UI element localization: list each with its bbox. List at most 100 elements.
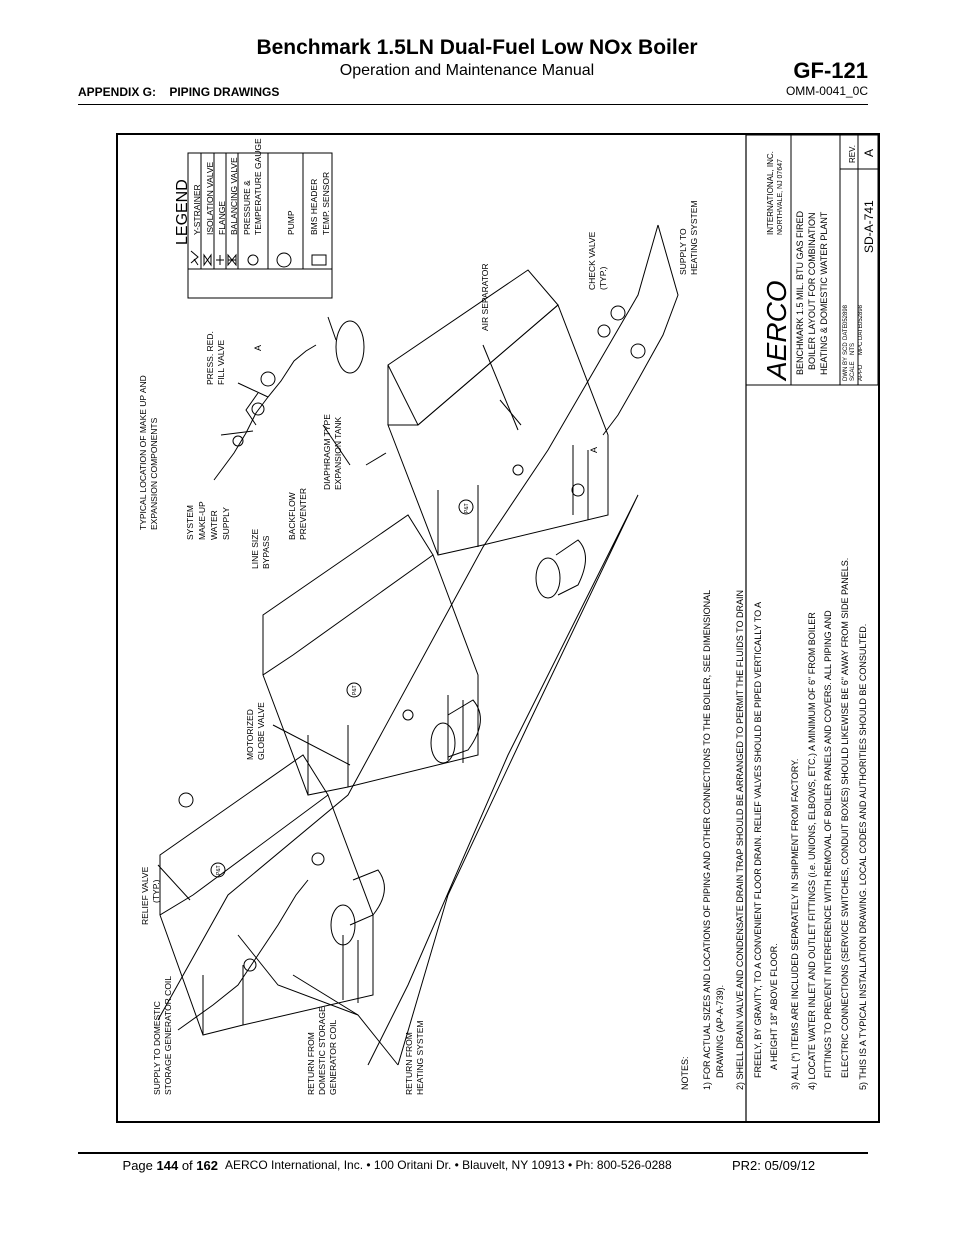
legend-item-bms-header: BMS HEADER — [309, 179, 319, 235]
legend-item-pressure: PRESSURE & — [242, 180, 252, 235]
note-line-6: 3) ALL (*) ITEMS ARE INCLUDED SEPARATELY… — [790, 759, 800, 1090]
callout-a-right: A — [589, 447, 599, 453]
temp-sensor-icon — [311, 254, 327, 266]
label-system-makeup: SYSTEM — [185, 505, 195, 540]
svg-text:HEATING SYSTEM: HEATING SYSTEM — [689, 201, 699, 275]
drawing-frame: LEGEND Y-STRAINER ISOLATION VALVE FLANGE… — [116, 133, 880, 1123]
company-address-footer: AERCO International, Inc. • 100 Oritani … — [225, 1158, 672, 1172]
pump-3 — [555, 539, 586, 596]
label-motorized-globe-valve: MOTORIZED — [245, 709, 255, 760]
svg-text:STORAGE GENERATOR COIL: STORAGE GENERATOR COIL — [163, 976, 173, 1095]
page-number: Page 144 of 162 — [122, 1158, 218, 1173]
label-press-red-fill-valve: PRESS. RED. — [205, 331, 215, 385]
legend-item-flange: FLANGE — [217, 201, 227, 235]
gauge-label-2: P&T — [352, 685, 358, 695]
y-strainer-icon — [190, 250, 199, 266]
revision-date: PR2: 05/09/12 — [732, 1158, 816, 1173]
note-line-7: 4) LOCATE WATER INLET AND OUTLET FITTING… — [807, 612, 817, 1090]
gauge-label-1: P&T — [216, 865, 222, 875]
balancing-valve-icon — [227, 253, 237, 267]
svg-text:BYPASS: BYPASS — [261, 535, 271, 569]
flange-icon — [216, 255, 224, 265]
title-block — [745, 135, 878, 386]
company-name: INTERNATIONAL, INC. — [766, 151, 775, 235]
drawn-date: 052898 — [843, 304, 849, 325]
note-line-5: A HEIGHT 18" ABOVE FLOOR. — [769, 943, 779, 1070]
domestic-supply-line — [177, 879, 309, 1031]
drawing-number: SD-A-741 — [862, 200, 876, 253]
appendix-heading: APPENDIX G: PIPING DRAWINGS — [78, 85, 280, 99]
aerco-logo: AERCO — [761, 280, 792, 382]
callout-a-top: A — [253, 345, 263, 351]
legend-box — [187, 152, 333, 299]
notes-title: NOTES: — [680, 1056, 690, 1090]
boiler-1 — [159, 794, 374, 1036]
label-makeup-location: TYPICAL LOCATION OF MAKE UP AND — [138, 375, 148, 530]
drawn-by: SCD — [843, 342, 849, 355]
svg-text:PREVENTER: PREVENTER — [298, 488, 308, 540]
legend-item-isolation-valve: ISOLATION VALVE — [205, 161, 215, 235]
svg-text:DATE: DATE — [858, 324, 864, 340]
drawing-desc-2: BOILER LAYOUT FOR COMBINATION — [807, 212, 817, 370]
piping-diagram: LEGEND Y-STRAINER ISOLATION VALVE FLANGE… — [138, 135, 878, 1121]
label-check-valve: CHECK VALVE — [587, 231, 597, 290]
isolation-valve-icon — [203, 253, 212, 267]
drawing-desc-3: HEATING & DOMESTIC WATER PLANT — [819, 211, 829, 375]
pump-icon — [276, 252, 292, 268]
footer-divider — [78, 1152, 868, 1154]
label-supply-to-domestic: SUPPLY TO DOMESTIC — [152, 1001, 162, 1095]
label-air-separator: AIR SEPARATOR — [480, 263, 490, 331]
label-return-domestic: RETURN FROM — [306, 1032, 316, 1095]
label-return-heating: RETURN FROM — [404, 1032, 414, 1095]
legend-item-balancing-valve: BALANCING VALVE — [229, 157, 239, 235]
note-line-9: ELECTRIC CONNECTIONS (SERVICE SWITCHES, … — [840, 558, 850, 1078]
boiler-2 — [262, 554, 479, 796]
svg-text:SCALE: SCALE — [850, 361, 856, 381]
svg-text:EXPANSION TANK: EXPANSION TANK — [333, 416, 343, 490]
page-code: GF-121 — [793, 58, 868, 83]
drawing-scale: NTS — [850, 343, 856, 355]
drawing-desc-1: BENCHMARK 1.5 MIL. BTU GAS FIRED — [795, 210, 805, 375]
label-diaphragm-tank: DIAPHRAGM TYPE — [322, 414, 332, 490]
gauge-label-3: P&T — [464, 503, 470, 513]
svg-text:(TYP.): (TYP.) — [598, 266, 608, 290]
pump-2 — [447, 699, 481, 758]
svg-text:DWN BY: DWN BY — [843, 357, 849, 381]
gauge-icon — [247, 254, 259, 266]
label-supply-to-heating: SUPPLY TO — [678, 228, 688, 275]
svg-text:FILL VALVE: FILL VALVE — [216, 339, 226, 385]
svg-text:SUPPLY: SUPPLY — [221, 507, 231, 540]
label-backflow-preventer: BACKFLOW — [287, 492, 297, 540]
manual-title: Benchmark 1.5LN Dual-Fuel Low NOx Boiler — [256, 36, 698, 59]
notes-block: NOTES: 1) FOR ACTUAL SIZES AND LOCATIONS… — [680, 558, 868, 1090]
header-divider — [78, 104, 868, 105]
svg-text:REV.: REV. — [848, 145, 857, 163]
manual-subtitle: Operation and Maintenance Manual — [339, 62, 595, 79]
label-line-size-bypass: LINE SIZE — [250, 529, 260, 569]
note-line-1: 1) FOR ACTUAL SIZES AND LOCATIONS OF PIP… — [702, 590, 712, 1090]
document-number: OMM-0041_0C — [785, 84, 868, 98]
svg-text:DOMESTIC STORAGE: DOMESTIC STORAGE — [317, 1006, 327, 1095]
svg-text:MAKE-UP: MAKE-UP — [197, 501, 207, 540]
note-line-2: DRAWING (AP-A-739). — [715, 985, 725, 1078]
svg-text:HEATING SYSTEM: HEATING SYSTEM — [415, 1021, 425, 1095]
svg-text:DATE: DATE — [843, 324, 849, 340]
svg-text:EXPANSION COMPONENTS: EXPANSION COMPONENTS — [149, 417, 159, 530]
svg-text:GENERATOR COIL: GENERATOR COIL — [328, 1019, 338, 1095]
supply-header — [157, 224, 659, 1021]
svg-text:(TYP.): (TYP.) — [151, 879, 161, 903]
approved-by: MPC — [858, 341, 864, 355]
svg-text:GLOBE VALVE: GLOBE VALVE — [256, 702, 266, 760]
note-line-8: FITTINGS TO PREVENT INTERFERENCE WITH RE… — [823, 610, 833, 1078]
svg-text:WATER: WATER — [209, 510, 219, 540]
note-line-3: 2) SHELL DRAIN VALVE AND CONDENSATE DRAI… — [735, 590, 745, 1090]
legend-item-temperature-gauge: TEMPERATURE GAUGE — [253, 138, 263, 235]
legend-item-temp-sensor: TEMP. SENSOR — [321, 172, 331, 235]
note-line-10: 5) THIS IS A TYPICAL INSTALLATION DRAWIN… — [858, 624, 868, 1090]
svg-text:APPD: APPD — [858, 364, 864, 381]
note-line-4: FREELY, BY GRAVITY, TO A CONVENIENT FLOO… — [753, 602, 763, 1078]
expansion-tank — [335, 320, 365, 374]
revision-letter: A — [862, 149, 876, 157]
return-header — [367, 494, 639, 1066]
legend-title: LEGEND — [174, 179, 191, 245]
